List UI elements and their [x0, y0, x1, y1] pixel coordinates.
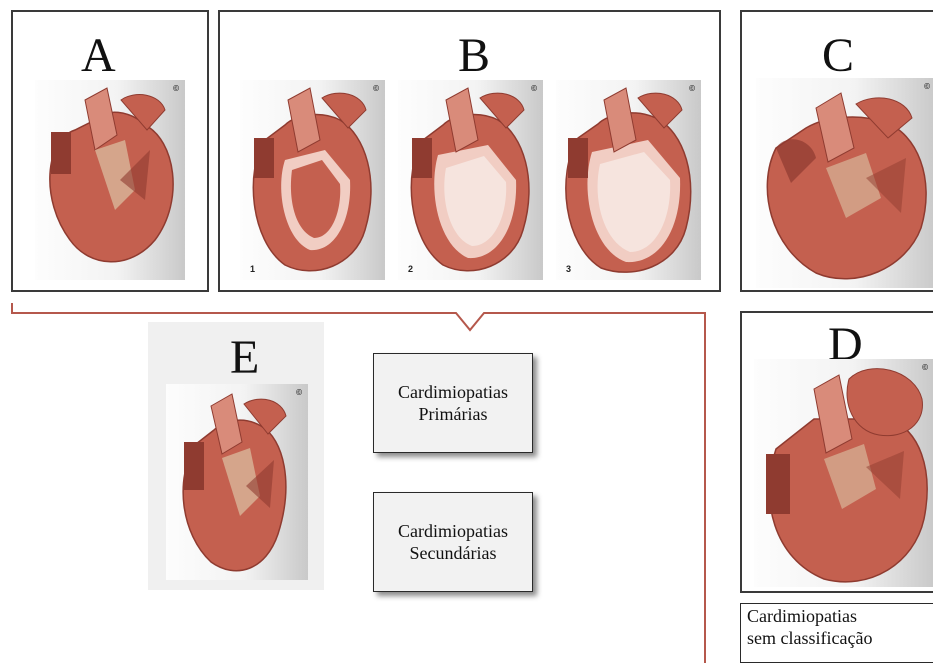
panel-e: E © — [148, 322, 324, 590]
panel-a-letter: A — [81, 32, 116, 80]
stage-number-3: 3 — [566, 264, 571, 274]
copyright-mark: © — [373, 84, 379, 93]
copyright-mark: © — [531, 84, 537, 93]
heart-hypertrophic-illustration — [756, 78, 933, 288]
panel-b3-heart-image: © 3 — [556, 80, 701, 280]
panel-d-heart-image: © — [754, 359, 933, 587]
heart-restrictive-illustration — [754, 359, 933, 587]
copyright-mark: © — [689, 84, 695, 93]
copyright-mark: © — [296, 388, 302, 397]
panel-c-heart-image: © — [756, 78, 933, 288]
panel-b: B © 1 © 2 — [218, 10, 721, 292]
panel-e-heart-image: © — [166, 384, 308, 580]
panel-c-letter: C — [822, 32, 854, 80]
heart-dilated-stage-3-illustration — [556, 80, 701, 280]
stage-number-1: 1 — [250, 264, 255, 274]
heart-arrhythmogenic-illustration — [166, 384, 308, 580]
panel-b-letter: B — [458, 32, 490, 80]
copyright-mark: © — [922, 363, 928, 372]
panel-b1-heart-image: © 1 — [240, 80, 385, 280]
copyright-mark: © — [173, 84, 179, 93]
panel-b2-heart-image: © 2 — [398, 80, 543, 280]
heart-dilated-stage-1-illustration — [240, 80, 385, 280]
panel-c: C © — [740, 10, 933, 292]
panel-e-letter: E — [230, 334, 259, 382]
heart-dilated-stage-2-illustration — [398, 80, 543, 280]
panel-a-heart-image: © — [35, 80, 185, 280]
bracket-line — [12, 303, 705, 663]
primary-cardiomyopathies-box: Cardimiopatias Primárias — [373, 353, 533, 453]
heart-normal-illustration — [35, 80, 185, 280]
panel-d: D © — [740, 311, 933, 593]
panel-a: A © — [11, 10, 209, 292]
stage-number-2: 2 — [408, 264, 413, 274]
copyright-mark: © — [924, 82, 930, 91]
unclassified-cardiomyopathies-label: Cardimiopatias sem classificação — [740, 603, 933, 663]
secondary-cardiomyopathies-box: Cardimiopatias Secundárias — [373, 492, 533, 592]
